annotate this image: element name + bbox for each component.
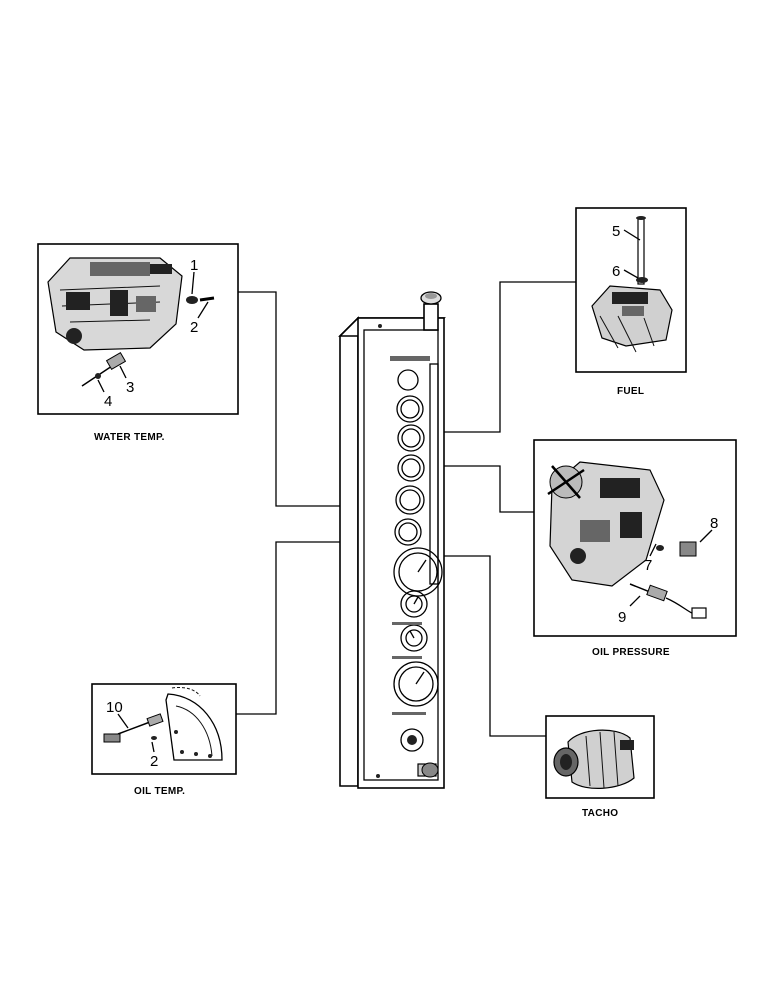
leader-oil-temp: [236, 541, 398, 715]
caption-fuel: FUEL: [617, 386, 644, 397]
sender-icon: [105, 351, 127, 371]
engine-block-icon: [47, 257, 183, 351]
panel-front: [357, 317, 445, 789]
callout-9: 9: [618, 609, 626, 626]
alternator-icon: [553, 729, 635, 789]
oil-pressure-panel: 8 7 9 OIL PRESSURE: [533, 439, 737, 658]
callout-4: 4: [104, 393, 112, 410]
fuel-washer-icon: [636, 277, 648, 283]
callout-1: 1: [190, 257, 198, 274]
fuel-sender-rod-icon: [637, 217, 645, 285]
callout-5: 5: [612, 223, 620, 240]
leader-tacho: [428, 555, 546, 737]
small-gauges: [394, 369, 425, 546]
oil-pressure-gauge-icon: [397, 454, 425, 482]
fuel-gauge-icon: [397, 424, 425, 452]
oil-temp-connector-icon: [103, 733, 121, 743]
callout-10: 10: [106, 699, 123, 716]
water-temp-panel: 1 2 3 4 WATER TEMP.: [37, 243, 239, 443]
caption-tacho: TACHO: [582, 808, 618, 819]
gauge-lower-1-icon: [400, 590, 428, 618]
callout-6: 6: [612, 263, 620, 280]
callout-3: 3: [126, 379, 134, 396]
water-temp-gauge-icon: [395, 485, 425, 515]
callout-8: 8: [710, 515, 718, 532]
tachometer-gauge-icon: [393, 547, 443, 597]
callout-7: 7: [644, 557, 652, 574]
caption-oil-temp: OIL TEMP.: [134, 786, 185, 797]
oil-pressure-sender-icon: [646, 584, 668, 602]
instrument-panel: [338, 291, 446, 789]
fuel-panel: 5 6 FUEL: [575, 207, 687, 397]
engine-with-fan-icon: [547, 461, 665, 587]
washer-icon: [186, 296, 198, 304]
oil-temp-sender-icon: [146, 713, 164, 727]
oil-temp-panel: 10 2 OIL TEMP.: [91, 683, 237, 797]
fuel-tank-icon: [591, 285, 673, 353]
callout-2-oil-temp: 2: [150, 753, 158, 770]
leader-fuel: [430, 281, 576, 433]
gauge-lower-large-icon: [393, 661, 439, 707]
caption-water-temp: WATER TEMP.: [94, 432, 165, 443]
leader-water-temp: [238, 291, 396, 507]
leader-oil-pressure: [428, 465, 534, 513]
leader-lines: [236, 281, 576, 737]
gauge-1-icon: [397, 369, 419, 391]
caption-oil-pressure: OIL PRESSURE: [592, 647, 670, 658]
tacho-panel: TACHO: [545, 715, 655, 819]
gauge-2-icon: [396, 395, 424, 423]
oil-sump-icon: [165, 687, 223, 761]
oil-temp-gauge-icon: [394, 518, 422, 546]
key-switch-icon: [400, 728, 424, 752]
callout-2: 2: [190, 319, 198, 336]
oil-pressure-switch-icon: [679, 541, 697, 557]
